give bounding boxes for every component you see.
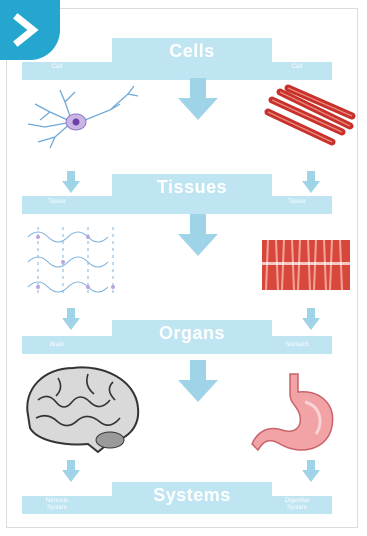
arrow-down-big xyxy=(176,360,220,404)
label-muscle-tissue: Muscle Tissue xyxy=(262,190,332,208)
label-nerve-cell: Nerve Cell xyxy=(22,55,92,73)
arrow-down-small-left xyxy=(62,318,80,330)
label-stomach: Stomach xyxy=(262,340,332,358)
muscle-cell-image xyxy=(262,82,358,152)
level-title-systems: Systems xyxy=(112,482,272,508)
arrow-down-small-left xyxy=(62,470,80,482)
nerve-tissue-image xyxy=(18,222,128,302)
label-muscle-cell: Muscle Cell xyxy=(262,55,332,73)
level-title-tissues: Tissues xyxy=(112,174,272,200)
nerve-cell-image xyxy=(20,82,140,152)
label-digestive-system: Digestive System xyxy=(262,496,332,514)
brain-image xyxy=(18,360,146,460)
level-title-cells: Cells xyxy=(112,38,272,64)
muscle-tissue-image xyxy=(258,236,354,296)
arrow-down-small-right xyxy=(302,470,320,482)
label-nerve-tissue: Nerve Tissue xyxy=(22,190,92,208)
level-title-organs: Organs xyxy=(112,320,272,346)
label-nervous-system: Nervous System xyxy=(22,496,92,514)
next-button[interactable] xyxy=(0,0,60,60)
stomach-image xyxy=(250,370,350,460)
arrow-down-big xyxy=(176,78,220,122)
arrow-down-small-right xyxy=(302,318,320,330)
arrow-down-big xyxy=(176,214,220,258)
chevron-right-icon xyxy=(0,0,60,60)
label-brain: Brain xyxy=(22,340,92,358)
